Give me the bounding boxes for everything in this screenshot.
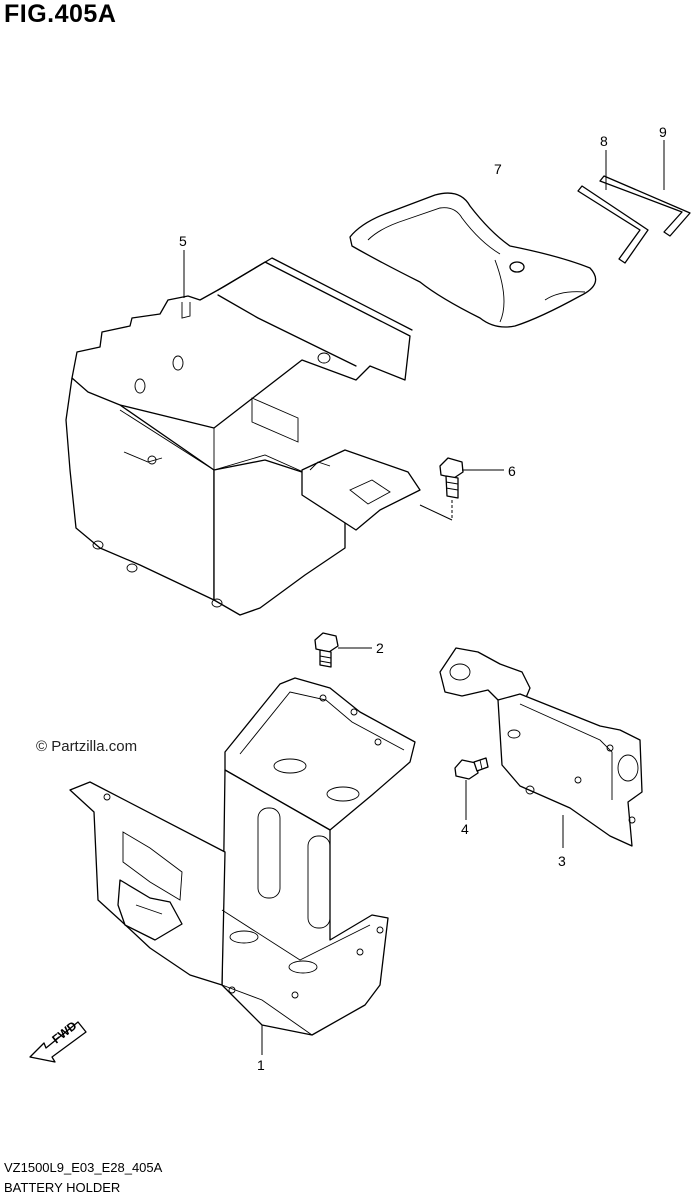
callout-6[interactable]: 6 [508, 463, 516, 479]
part-9-hex-wrench[interactable] [599, 175, 691, 237]
callout-5[interactable]: 5 [179, 233, 187, 249]
part-5-battery-case[interactable] [65, 257, 421, 616]
part-6-bolt[interactable] [439, 457, 464, 499]
part-7-cover-pad[interactable] [349, 192, 597, 328]
part-1-holder-bracket[interactable] [69, 677, 416, 1036]
fwd-arrow-icon: FWD [29, 1018, 87, 1063]
callout-labels: 1 2 3 4 5 6 7 8 9 [179, 124, 667, 1073]
copyright-watermark: © Partzilla.com [36, 738, 138, 755]
callout-2[interactable]: 2 [376, 640, 384, 656]
callout-1[interactable]: 1 [257, 1057, 265, 1073]
leader-lines [183, 140, 665, 1055]
callout-9[interactable]: 9 [659, 124, 667, 140]
callout-8[interactable]: 8 [600, 133, 608, 149]
part-2-bolt[interactable] [314, 632, 339, 668]
part-4-bolt[interactable] [454, 757, 489, 780]
part-8-hex-wrench[interactable] [577, 185, 649, 264]
figure-name: BATTERY HOLDER [4, 1180, 121, 1195]
callout-4[interactable]: 4 [461, 821, 469, 837]
model-code: VZ1500L9_E03_E28_405A [4, 1160, 163, 1175]
callout-7[interactable]: 7 [494, 161, 502, 177]
part-3-side-bracket[interactable] [439, 647, 643, 847]
figure-title: FIG.405A [4, 0, 117, 28]
callout-3[interactable]: 3 [558, 853, 566, 869]
